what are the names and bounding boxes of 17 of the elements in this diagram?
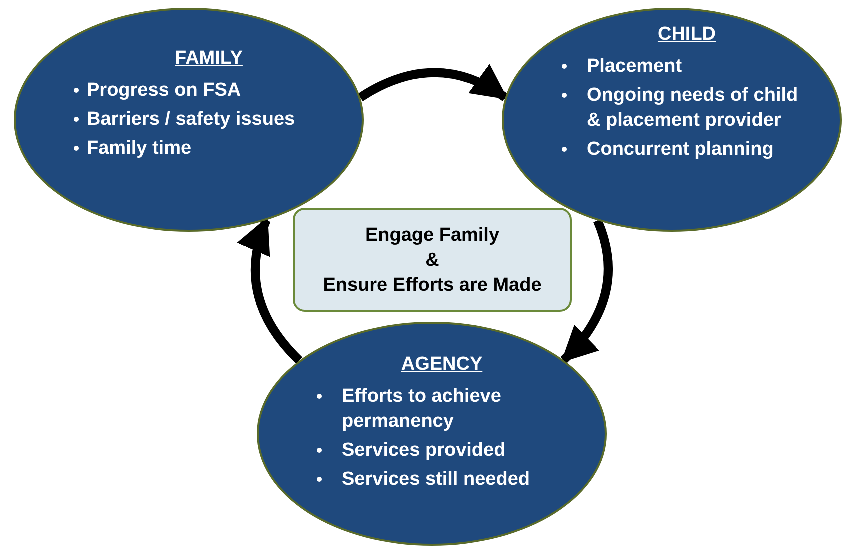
section-heading: FAMILY (175, 47, 243, 71)
bullet-text: Barriers / safety issues (87, 108, 296, 132)
bullet-text: Ongoing needs of child & placement provider (587, 84, 800, 133)
center-text: Engage Family (365, 224, 500, 248)
center-text: & (426, 248, 440, 272)
bullet-text: Efforts to achieve permanency (342, 385, 502, 434)
bullet-text: Concurrent planning (587, 138, 774, 162)
center-box (293, 208, 572, 312)
bullet-text: Progress on FSA (87, 79, 242, 103)
bullet-text: Services provided (342, 439, 506, 463)
center-text: Ensure Efforts are Made (323, 274, 542, 298)
section-heading: AGENCY (401, 353, 483, 377)
curved-arrow (560, 219, 613, 364)
bullet-text: Services still needed (342, 468, 530, 492)
section-heading: CHILD (658, 23, 716, 47)
bullet-text: Placement (587, 55, 682, 79)
bullet-text: Family time (87, 137, 192, 161)
